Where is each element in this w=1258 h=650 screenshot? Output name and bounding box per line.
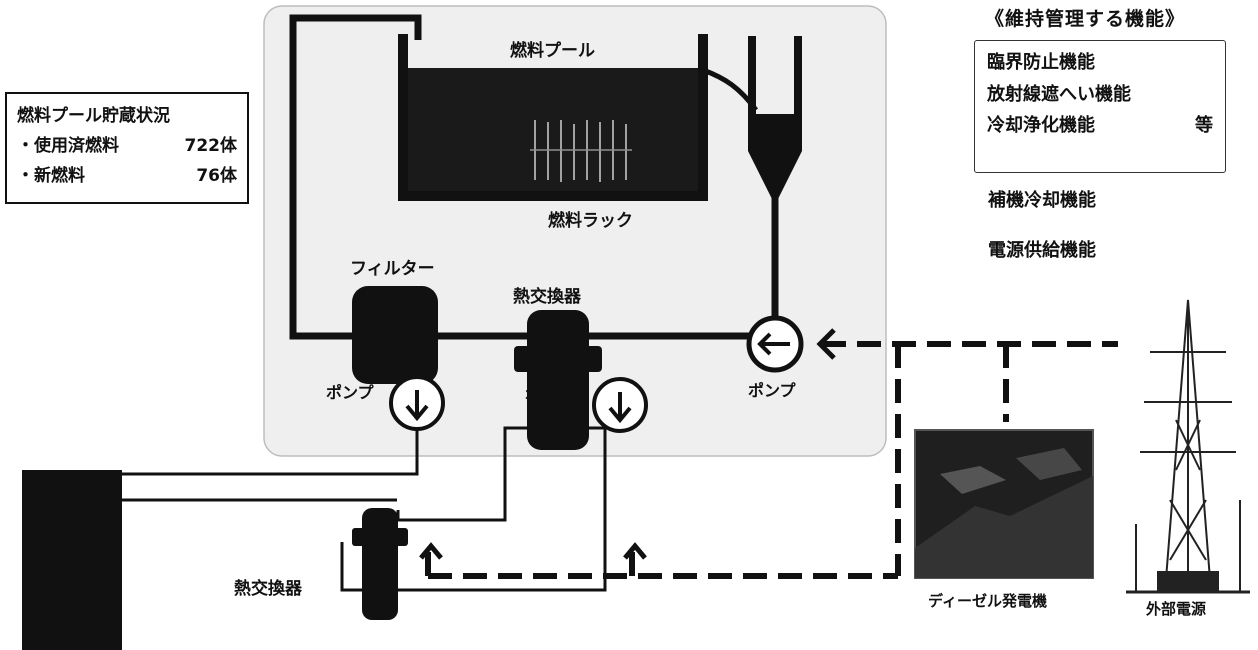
skimmer-tank — [702, 36, 802, 322]
function-item: 放射線遮へい機能 — [987, 83, 1131, 105]
heat-exchanger-upper-label: 熱交換器 — [513, 286, 582, 307]
status-row-new-fuel: ・新燃料 76体 — [17, 162, 237, 192]
pump-mid — [592, 377, 648, 433]
filter — [352, 286, 438, 384]
fuel-pool-status-box: 燃料プール貯蔵状況 ・使用済燃料 722体 ・新燃料 76体 — [5, 92, 249, 204]
filter-label: フィルター — [350, 259, 435, 279]
diesel-generator-label: ディーゼル発電機 — [928, 592, 1047, 610]
status-value: 722体 — [184, 135, 238, 156]
fuel-pool-label: 燃料プール — [510, 40, 595, 61]
status-label: ・新燃料 — [17, 165, 85, 186]
power-arrow-heads — [419, 328, 836, 560]
pool-water — [403, 68, 703, 196]
heat-sink-block — [22, 470, 122, 650]
status-title: 燃料プール貯蔵状況 — [17, 106, 170, 126]
secondary-cooling-piping — [122, 384, 622, 592]
pump-mid-label: ポンプ — [525, 385, 574, 404]
function-auxiliary-cooling: 補機冷却機能 — [988, 190, 1096, 211]
function-power-supply: 電源供給機能 — [988, 240, 1096, 261]
fuel-rack — [530, 120, 632, 182]
function-item: 臨界防止機能 — [987, 52, 1095, 73]
functions-title: 《維持管理する機能》 — [985, 8, 1186, 30]
pool-wall — [398, 34, 708, 201]
heat-exchanger-upper — [514, 310, 602, 450]
heat-exchanger-lower — [352, 508, 408, 620]
external-power-tower — [1126, 299, 1250, 594]
status-row-spent-fuel: ・使用済燃料 722体 — [17, 132, 237, 162]
status-label: ・使用済燃料 — [17, 135, 119, 156]
fuel-rack-label: 燃料ラック — [548, 210, 633, 231]
status-value: 76体 — [196, 165, 237, 186]
recirculation-piping — [289, 14, 752, 340]
heat-exchanger-lower-label: 熱交換器 — [234, 578, 303, 599]
function-item: 冷却浄化機能 等 — [987, 115, 1213, 136]
pump-left-label: ポンプ — [326, 383, 375, 402]
pump-main-label: ポンプ — [748, 381, 797, 400]
power-supply-lines — [425, 341, 1118, 579]
diesel-generator-photo — [914, 429, 1094, 579]
external-power-label: 外部電源 — [1145, 600, 1206, 618]
functions-box: 臨界防止機能 放射線遮へい機能 冷却浄化機能 等 — [974, 40, 1226, 173]
pump-left — [389, 375, 445, 431]
fuel-pool — [398, 34, 708, 201]
pump-main — [746, 315, 804, 373]
